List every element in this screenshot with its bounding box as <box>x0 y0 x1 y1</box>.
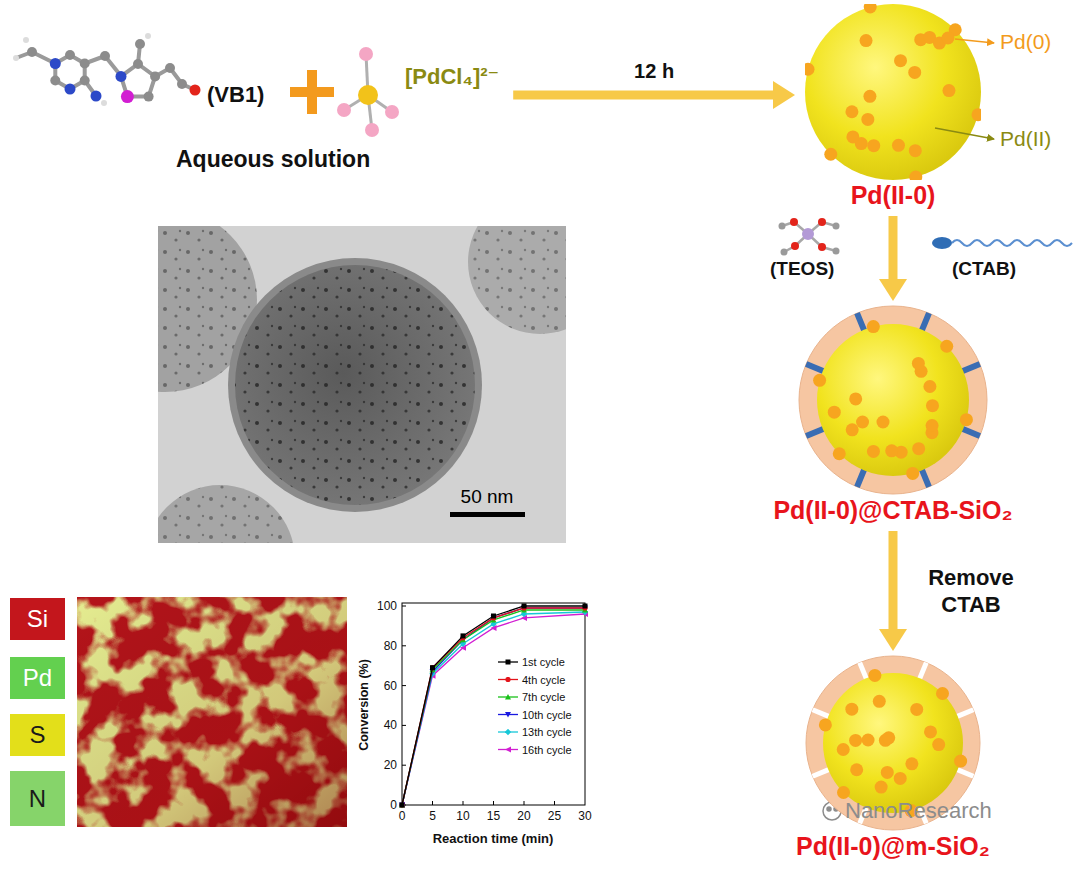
element-label: S <box>29 721 45 749</box>
edge-label: 12 h <box>634 60 674 83</box>
eds-map <box>77 597 347 827</box>
element-label: Pd <box>23 664 52 692</box>
reaction-arrow <box>513 81 795 109</box>
arrow-shaft <box>889 531 898 629</box>
scale-bar-label: 50 nm <box>461 486 514 508</box>
pd-particle <box>805 4 981 180</box>
arrow-shaft <box>513 91 773 100</box>
reactant-name: [PdCl₄]²⁻ <box>405 64 499 90</box>
reagent-label: (TEOS) <box>770 258 834 280</box>
conversion-chart <box>402 603 585 805</box>
reagent-label: (CTAB) <box>952 258 1016 280</box>
callout-label: Pd(0) <box>1000 30 1051 54</box>
edge-label: Remove CTAB <box>911 564 1031 618</box>
axis-tick: 60 <box>384 679 397 693</box>
axis-tick: 80 <box>384 639 397 653</box>
reactant-name: (VB1) <box>207 82 264 108</box>
ctab-silica-particle <box>798 305 988 495</box>
legend-entry: 16th cycle <box>522 744 572 756</box>
arrow-shaft <box>889 216 898 279</box>
ctab-molecule <box>932 237 1072 249</box>
legend-entry: 13th cycle <box>522 726 572 738</box>
particle-caption: Pd(II-0)@CTAB-SiO₂ <box>769 495 1017 525</box>
teos-molecule <box>779 218 840 256</box>
legend-swatch: Pd <box>10 657 65 699</box>
leader-line <box>935 128 994 139</box>
legend-entry: 4th cycle <box>522 674 565 686</box>
axis-tick: 25 <box>548 809 561 823</box>
axis-tick: 10 <box>456 809 469 823</box>
legend-entry: 1st cycle <box>522 656 565 668</box>
particle-node: Pd(II-0)@m-SiO₂ <box>792 655 994 861</box>
axis-title: Reaction time (min) <box>433 831 554 846</box>
particle-node: Pd(II-0) <box>801 4 985 210</box>
element-label: N <box>29 785 46 813</box>
axis-tick: 20 <box>517 809 530 823</box>
pdcl4-molecule <box>337 47 399 137</box>
axis-tick: 5 <box>429 809 436 823</box>
axis-tick: 15 <box>487 809 500 823</box>
callout-label: Pd(II) <box>1000 127 1051 151</box>
arrow-head <box>879 629 907 651</box>
legend-swatch: S <box>10 714 65 756</box>
axis-tick: 0 <box>399 809 406 823</box>
arrow-head <box>773 81 795 109</box>
axis-tick: 40 <box>384 718 397 732</box>
watermark: NanoResearch <box>845 798 992 824</box>
legend-entry: 7th cycle <box>522 691 565 703</box>
arrow-head <box>879 279 907 301</box>
axis-tick: 100 <box>377 599 397 613</box>
element-label: Si <box>27 605 48 633</box>
reactant-label: [PdCl₄]²⁻ <box>403 62 501 92</box>
axis-tick: 20 <box>384 758 397 772</box>
particle-caption: Pd(II-0) <box>801 180 985 210</box>
tem-image <box>158 226 566 543</box>
particle-caption: Pd(II-0)@m-SiO₂ <box>792 831 994 861</box>
reaction-arrow <box>879 216 907 301</box>
axis-tick: 30 <box>578 809 591 823</box>
axis-tick: 0 <box>390 798 397 812</box>
pd0-particle <box>942 32 955 45</box>
legend-swatch: Si <box>10 598 65 640</box>
solvent-note: Aqueous solution <box>176 146 370 173</box>
plus-sign <box>290 70 334 114</box>
axis-title: Conversion (%) <box>357 659 371 751</box>
reactant-label: (VB1) <box>205 80 266 110</box>
reaction-arrow <box>879 531 907 651</box>
leader-line <box>955 39 994 43</box>
chart-legend-samples <box>498 662 518 750</box>
legend-entry: 10th cycle <box>522 709 572 721</box>
particle-node: Pd(II-0)@CTAB-SiO₂ <box>769 305 1017 525</box>
vb1-molecule <box>13 33 201 106</box>
legend-swatch: N <box>10 771 65 826</box>
